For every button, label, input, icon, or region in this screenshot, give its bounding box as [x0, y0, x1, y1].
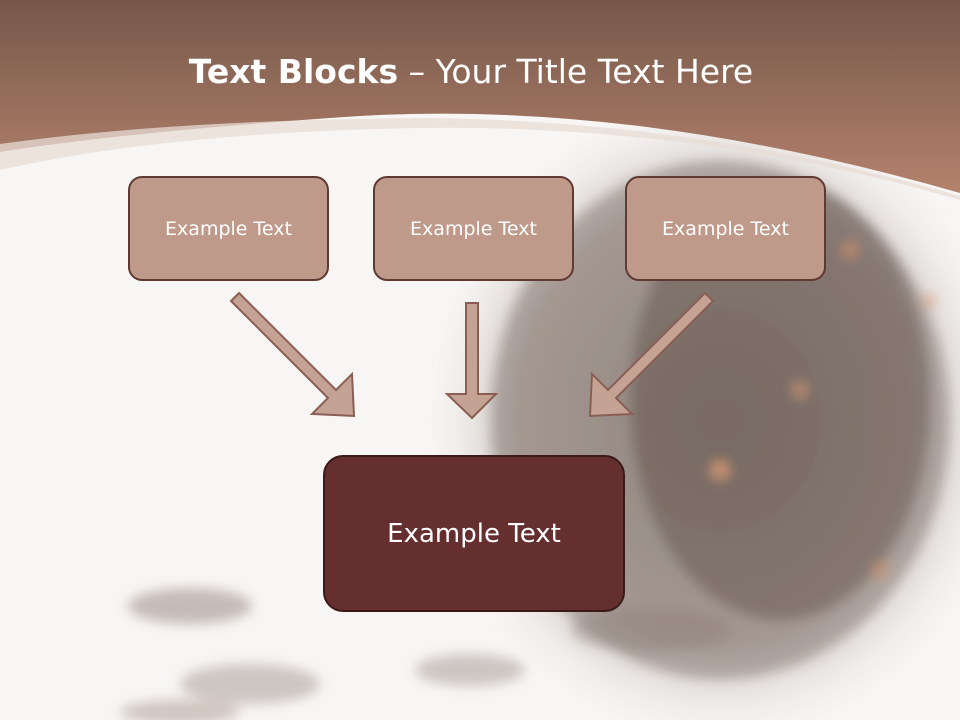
title-light: Your Title Text Here — [435, 52, 754, 91]
text-block-left: Example Text — [128, 176, 329, 281]
text-block-right: Example Text — [625, 176, 826, 281]
title-strong: Text Blocks — [188, 52, 399, 91]
header-band — [0, 0, 960, 193]
title-dash: – — [398, 52, 436, 91]
text-block-center: Example Text — [323, 455, 625, 612]
text-block-middle: Example Text — [373, 176, 574, 281]
page-title: Text Blocks – Your Title Text Here — [0, 52, 942, 91]
